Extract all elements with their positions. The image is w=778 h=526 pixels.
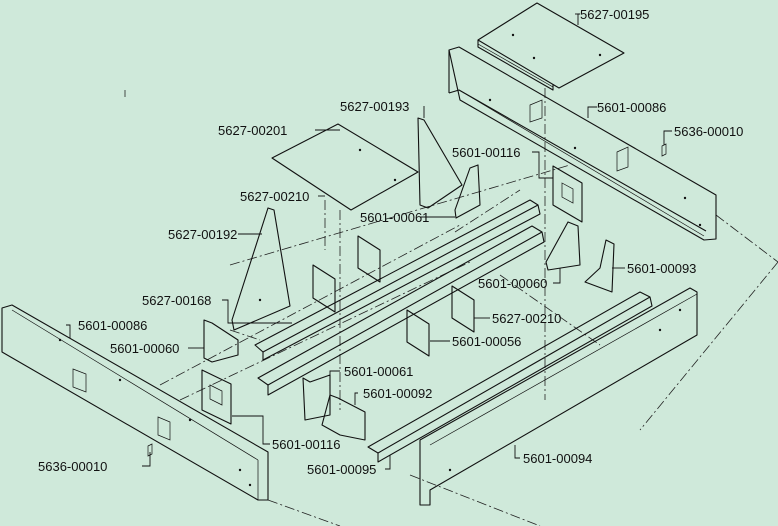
label-5601-00116-left: 5601-00116 bbox=[272, 437, 340, 452]
label-5627-00192: 5627-00192 bbox=[168, 227, 237, 242]
part-bracket-5601-00060-left bbox=[203, 319, 239, 363]
part-left-rail bbox=[1, 304, 269, 501]
label-5601-00086-right: 5601-00086 bbox=[597, 100, 666, 115]
part-cover-plate-right bbox=[552, 165, 583, 223]
label-5627-00210-upper: 5627-00210 bbox=[240, 189, 309, 204]
label-5627-00201: 5627-00201 bbox=[218, 123, 287, 138]
part-shim-plate-4 bbox=[406, 309, 430, 357]
label-5601-00086-left: 5601-00086 bbox=[78, 318, 147, 333]
label-5601-00061-lower: 5601-00061 bbox=[344, 364, 413, 379]
part-bracket-5601-00060-right bbox=[545, 221, 581, 271]
leader-lines bbox=[66, 13, 672, 470]
part-gusset-left bbox=[231, 207, 291, 331]
label-5601-00116-right: 5601-00116 bbox=[452, 145, 520, 160]
center-lines bbox=[124, 88, 778, 526]
part-shim-plate-2 bbox=[312, 264, 336, 313]
mounting-holes bbox=[58, 33, 702, 487]
part-bracket-5601-00092 bbox=[321, 394, 366, 441]
label-5636-00010-left: 5636-00010 bbox=[38, 459, 107, 474]
part-bracket-5601-00061-lower bbox=[302, 374, 331, 421]
part-bracket-5601-00061 bbox=[454, 164, 481, 219]
label-5601-00095: 5601-00095 bbox=[307, 462, 376, 477]
part-gusset-upper bbox=[417, 117, 463, 209]
label-5627-00210-lower: 5627-00210 bbox=[492, 311, 561, 326]
part-base-plate bbox=[271, 123, 419, 211]
part-channel-front bbox=[367, 291, 653, 463]
part-bracket-5601-00093 bbox=[584, 239, 615, 293]
label-5601-00092: 5601-00092 bbox=[363, 386, 432, 401]
part-channel-lower bbox=[257, 225, 545, 396]
part-top-panel bbox=[477, 2, 625, 91]
label-5636-00010-right: 5636-00010 bbox=[674, 124, 743, 139]
label-5627-00168: 5627-00168 bbox=[142, 293, 211, 308]
part-right-rail bbox=[448, 46, 717, 241]
label-5601-00093: 5601-00093 bbox=[627, 261, 696, 276]
label-5627-00195: 5627-00195 bbox=[580, 7, 649, 22]
part-shim-plate-1 bbox=[357, 235, 381, 283]
part-side-rail-right bbox=[419, 287, 698, 506]
label-5601-00060-right: 5601-00060 bbox=[478, 276, 547, 291]
part-channel-upper bbox=[254, 199, 541, 361]
label-5601-00061-upper: 5601-00061 bbox=[360, 210, 429, 225]
label-5627-00193: 5627-00193 bbox=[340, 99, 409, 114]
part-cover-plate-left bbox=[201, 369, 232, 425]
label-5601-00060-left: 5601-00060 bbox=[110, 341, 179, 356]
label-5601-00094: 5601-00094 bbox=[523, 451, 592, 466]
part-shim-plate-3 bbox=[451, 285, 475, 333]
part-labels: 5627-00195 5601-00086 5636-00010 5627-00… bbox=[38, 7, 743, 477]
label-5601-00056: 5601-00056 bbox=[452, 334, 521, 349]
